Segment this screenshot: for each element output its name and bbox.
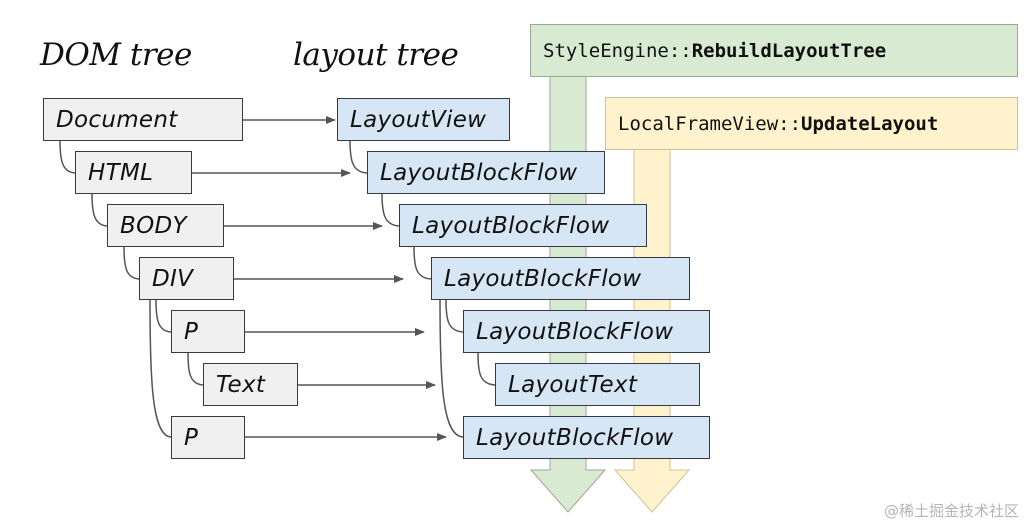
frame-view-label: LocalFrameView::UpdateLayout	[605, 97, 1018, 150]
layout-tree-connectors	[349, 139, 496, 438]
style-engine-prefix: StyleEngine::	[543, 39, 692, 62]
update-layout-method: UpdateLayout	[801, 112, 939, 135]
dom-tree-connectors	[59, 139, 204, 438]
style-engine-label: StyleEngine::RebuildLayoutTree	[530, 24, 1018, 77]
layout-node-p2-blockflow: LayoutBlockFlow	[463, 416, 710, 459]
layout-node-layouttext: LayoutText	[495, 363, 700, 406]
layout-node-body-blockflow: LayoutBlockFlow	[399, 204, 647, 247]
layout-tree-heading: layout tree	[293, 37, 459, 73]
layout-node-div-blockflow: LayoutBlockFlow	[431, 257, 690, 300]
dom-node-p: P	[171, 310, 245, 353]
layout-node-html-blockflow: LayoutBlockFlow	[367, 151, 605, 194]
dom-node-html: HTML	[75, 151, 192, 194]
dom-node-body: BODY	[107, 204, 224, 247]
frame-view-prefix: LocalFrameView::	[618, 112, 802, 135]
layout-node-p-blockflow: LayoutBlockFlow	[463, 310, 710, 353]
dom-node-p-2: P	[171, 416, 245, 459]
dom-node-div: DIV	[139, 257, 234, 300]
rebuild-layout-tree-method: RebuildLayoutTree	[691, 39, 887, 62]
dom-node-text: Text	[203, 363, 298, 406]
dom-node-document: Document	[43, 98, 243, 141]
mapping-arrows	[192, 116, 447, 441]
watermark: @稀土掘金技术社区	[883, 502, 1019, 520]
layout-node-layoutview: LayoutView	[337, 98, 510, 141]
dom-tree-heading: DOM tree	[40, 37, 192, 73]
